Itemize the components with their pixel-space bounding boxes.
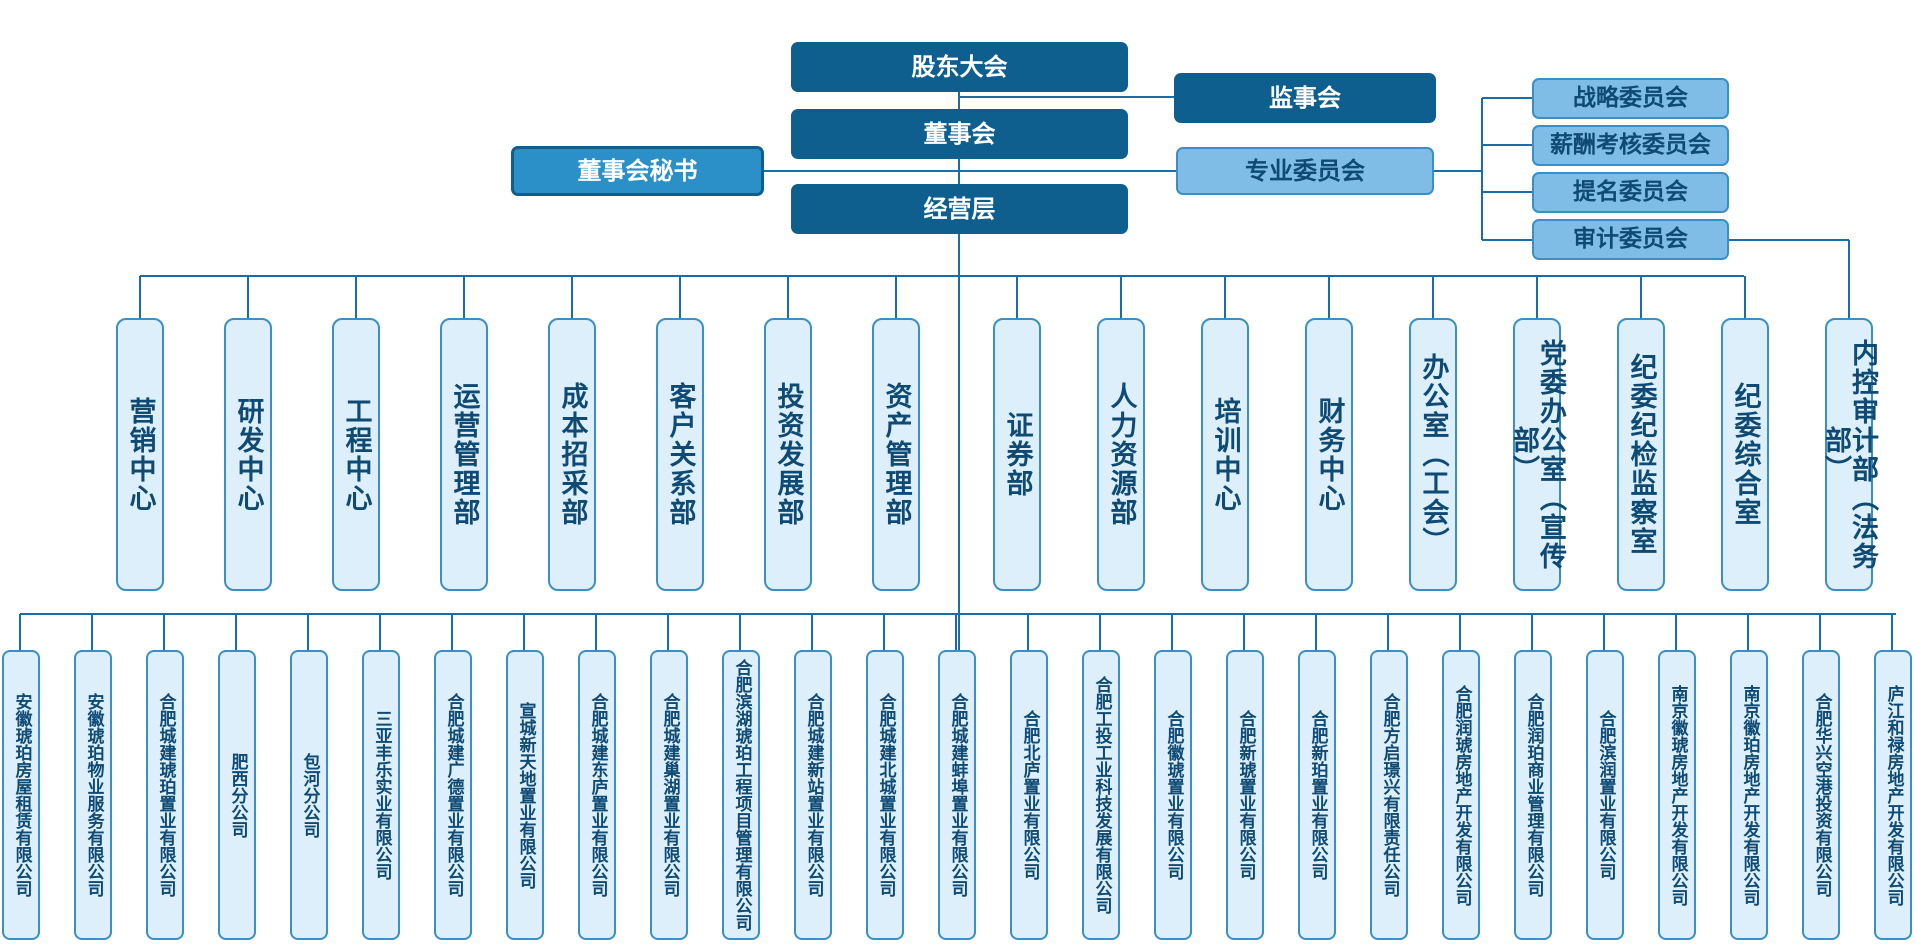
board-secretary-box: 董事会秘书: [511, 146, 764, 196]
board-of-directors-box: 董事会: [791, 109, 1128, 159]
department-box: 办公室（工会）: [1409, 318, 1457, 591]
subsidiary-box: 合肥工投工业科技发展有限公司: [1082, 650, 1120, 940]
department-box: 纪委纪检监察室: [1617, 318, 1665, 591]
department-box: 运营管理部: [440, 318, 488, 591]
committee-box: 薪酬考核委员会: [1532, 125, 1729, 166]
subsidiary-box: 南京徽珀房地产开发有限公司: [1730, 650, 1768, 940]
subsidiary-box: 合肥北庐置业有限公司: [1010, 650, 1048, 940]
subsidiary-box: 合肥滨润置业有限公司: [1586, 650, 1624, 940]
subsidiary-box: 合肥城建蚌埠置业有限公司: [938, 650, 976, 940]
department-box: 成本招采部: [548, 318, 596, 591]
department-box: 内控审计部（法务部）: [1820, 318, 1878, 591]
subsidiary-box: 合肥新珀置业有限公司: [1298, 650, 1336, 940]
subsidiary-box: 合肥方启璟兴有限责任公司: [1370, 650, 1408, 940]
subsidiary-box: 合肥城建东庐置业有限公司: [578, 650, 616, 940]
department-box: 人力资源部: [1097, 318, 1145, 591]
subsidiary-box: 合肥徽琥置业有限公司: [1154, 650, 1192, 940]
subsidiary-box: 合肥滨湖琥珀工程项目管理有限公司: [722, 650, 760, 940]
subsidiary-box: 合肥城建新站置业有限公司: [794, 650, 832, 940]
subsidiary-box: 安徽琥珀房屋租赁有限公司: [2, 650, 40, 940]
management-box: 经营层: [791, 184, 1128, 234]
department-box: 培训中心: [1201, 318, 1249, 591]
special-committees-box: 专业委员会: [1176, 147, 1434, 195]
department-box: 客户关系部: [656, 318, 704, 591]
board-of-supervisors-box: 监事会: [1174, 73, 1436, 123]
subsidiary-box: 合肥城建广德置业有限公司: [434, 650, 472, 940]
committee-box: 审计委员会: [1532, 219, 1729, 260]
department-box: 资产管理部: [872, 318, 920, 591]
subsidiary-box: 包河分公司: [290, 650, 328, 940]
department-box: 证券部: [993, 318, 1041, 591]
subsidiary-box: 安徽琥珀物业服务有限公司: [74, 650, 112, 940]
subsidiary-box: 三亚丰乐实业有限公司: [362, 650, 400, 940]
subsidiary-box: 合肥华兴空港投资有限公司: [1802, 650, 1840, 940]
subsidiary-box: 宣城新天地置业有限公司: [506, 650, 544, 940]
shareholders-meeting-box: 股东大会: [791, 42, 1128, 92]
department-box: 投资发展部: [764, 318, 812, 591]
department-box: 营销中心: [116, 318, 164, 591]
subsidiary-box: 合肥新琥置业有限公司: [1226, 650, 1264, 940]
subsidiary-box: 合肥城建巢湖置业有限公司: [650, 650, 688, 940]
department-box: 工程中心: [332, 318, 380, 591]
department-box: 研发中心: [224, 318, 272, 591]
subsidiary-box: 庐江和禄房地产开发有限公司: [1874, 650, 1912, 940]
subsidiary-box: 南京徽琥房地产开发有限公司: [1658, 650, 1696, 940]
subsidiary-box: 合肥城建北城置业有限公司: [866, 650, 904, 940]
department-box: 党委办公室（宣传部）: [1508, 318, 1566, 591]
department-box: 财务中心: [1305, 318, 1353, 591]
subsidiary-box: 肥西分公司: [218, 650, 256, 940]
subsidiary-box: 合肥城建琥珀置业有限公司: [146, 650, 184, 940]
department-box: 纪委综合室: [1721, 318, 1769, 591]
committee-box: 战略委员会: [1532, 78, 1729, 119]
subsidiary-box: 合肥润珀商业管理有限公司: [1514, 650, 1552, 940]
committee-box: 提名委员会: [1532, 172, 1729, 213]
subsidiary-box: 合肥润琥房地产开发有限公司: [1442, 650, 1480, 940]
